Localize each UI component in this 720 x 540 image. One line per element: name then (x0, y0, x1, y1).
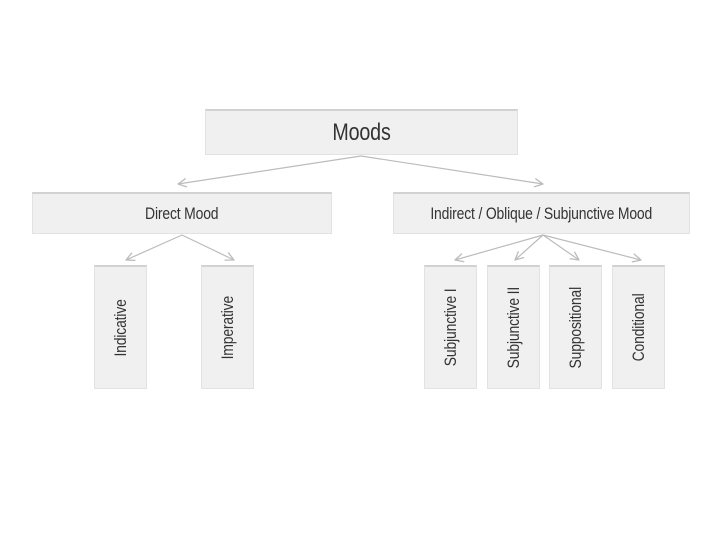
node-direct-mood-label: Direct Mood (145, 203, 219, 223)
node-conditional[interactable]: Conditional (612, 265, 665, 389)
node-subjunctive-2[interactable]: Subjunctive II (487, 265, 540, 389)
connector-direct-to-imperative (181, 234, 235, 261)
node-indirect-mood-label: Indirect / Oblique / Subjunctive Mood (430, 203, 653, 223)
connector-direct-to-indicative (125, 234, 183, 262)
node-suppositional-label: Suppositional (565, 286, 585, 369)
connector-indirect-to-suppositional (542, 234, 580, 261)
connector-indirect-to-conditional (542, 234, 642, 263)
node-subjunctive-1[interactable]: Subjunctive I (424, 265, 477, 389)
node-subjunctive-1-label: Subjunctive I (440, 288, 460, 367)
node-indirect-mood[interactable]: Indirect / Oblique / Subjunctive Mood (393, 192, 690, 234)
node-direct-mood[interactable]: Direct Mood (32, 192, 332, 234)
node-moods[interactable]: Moods (205, 109, 518, 155)
node-imperative[interactable]: Imperative (201, 265, 254, 389)
connector-root-to-indirect-mood (360, 155, 544, 188)
connector-indirect-to-subjunctive-1 (454, 234, 544, 263)
connector-indirect-to-subjunctive-2 (514, 234, 544, 261)
node-indicative-label: Indicative (110, 298, 130, 357)
node-moods-label: Moods (332, 118, 391, 146)
node-imperative-label: Imperative (217, 295, 237, 360)
node-subjunctive-2-label: Subjunctive II (503, 286, 523, 369)
node-indicative[interactable]: Indicative (94, 265, 147, 389)
node-conditional-label: Conditional (628, 293, 648, 362)
connector-root-to-direct-mood (177, 155, 362, 188)
node-suppositional[interactable]: Suppositional (549, 265, 602, 389)
